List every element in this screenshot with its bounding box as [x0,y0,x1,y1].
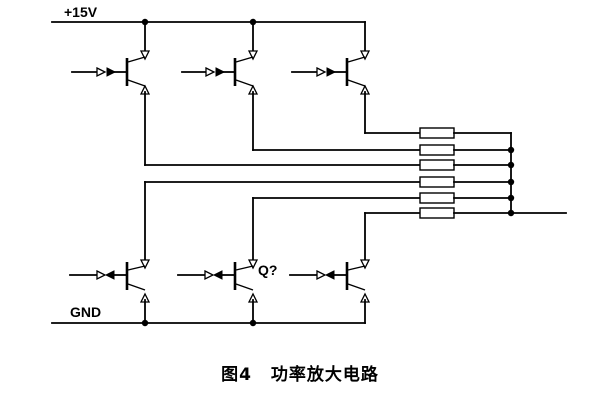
upper-transistor-1 [71,21,150,166]
lower-transistor-3 [289,259,370,324]
resistor-bank [419,127,567,219]
upper-transistor-3 [291,21,370,134]
ground-label: GND [70,304,101,320]
supply-rail: +15V [51,4,366,26]
figure-caption: 图4 功率放大电路 [0,360,600,385]
lower-transistor-1 [69,259,150,324]
figure-title: 功率放大电路 [270,365,379,385]
resistor-6 [419,207,455,219]
resistor-3 [419,159,455,171]
resistor-2 [419,144,455,156]
output-wires [144,132,421,261]
supply-label: +15V [64,4,98,20]
resistor-5 [419,192,455,204]
resistor-4 [419,176,455,188]
figure-number: 图4 [221,365,252,385]
lower-transistor-2: Q? [177,259,277,324]
transistor-ref-label: Q? [258,262,277,278]
upper-transistor-2 [181,21,258,151]
ground-rail: GND [51,304,366,327]
resistor-1 [419,127,455,139]
